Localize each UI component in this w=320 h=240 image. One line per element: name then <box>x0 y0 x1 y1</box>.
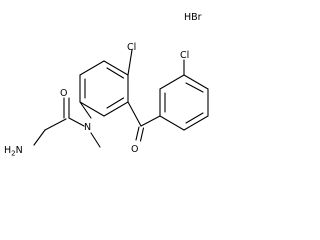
bond <box>79 60 105 76</box>
bond <box>183 74 209 90</box>
bond <box>159 74 185 90</box>
double-bond-inner <box>106 97 125 109</box>
double-bond-inner <box>106 67 125 79</box>
amine-label: H2N <box>4 145 23 158</box>
bond <box>79 101 105 117</box>
bond <box>183 115 209 131</box>
bond <box>159 115 185 131</box>
salt-label: HBr <box>184 12 202 23</box>
bond <box>135 126 140 141</box>
bond <box>44 118 67 131</box>
bond <box>68 117 85 127</box>
chlorine-label: Cl <box>127 42 136 53</box>
oxygen-label: O <box>131 144 138 155</box>
ring-a <box>79 60 129 117</box>
chlorine-label: Cl <box>180 50 189 61</box>
bond <box>127 49 133 76</box>
double-bond-inner <box>185 112 204 124</box>
chemical-structure: HBr Cl Cl O N <box>4 12 209 158</box>
bond <box>79 101 92 119</box>
bond <box>127 101 142 127</box>
bond <box>103 60 129 76</box>
bond <box>139 127 145 142</box>
bond <box>140 115 161 127</box>
nitrogen-label: N <box>84 122 91 133</box>
bond <box>103 101 129 117</box>
bond <box>33 129 46 146</box>
ring-b <box>159 74 209 131</box>
double-bond-inner <box>185 82 204 93</box>
oxygen-label: O <box>60 88 67 99</box>
bond <box>90 132 101 148</box>
